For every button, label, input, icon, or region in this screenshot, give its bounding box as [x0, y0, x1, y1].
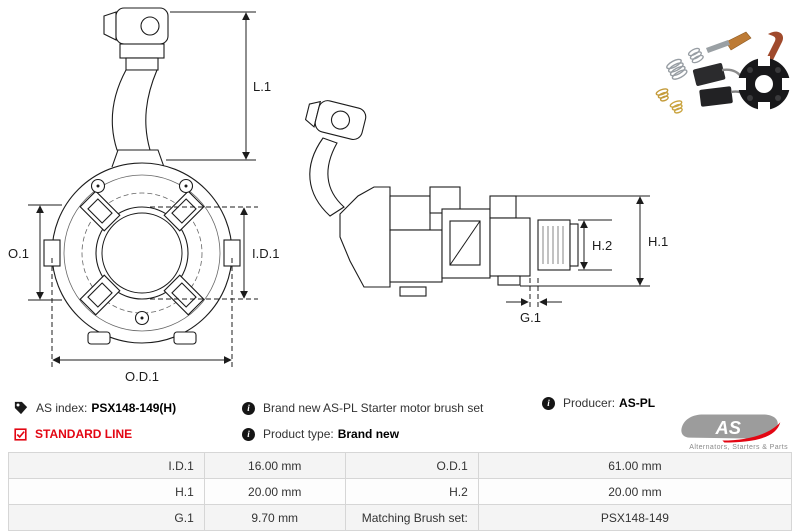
conical-spring-photo [669, 100, 683, 114]
standard-line-row: STANDARD LINE [14, 422, 242, 446]
brush-box [163, 274, 205, 316]
spec-label-h2: H.2 [344, 478, 479, 505]
carbon-brush-photo [692, 63, 749, 107]
product-type-row: Product type: Brand new [242, 422, 542, 446]
dimension-o1: O.1 [8, 204, 62, 301]
as-index-row: AS index: PSX148-149(H) [14, 396, 242, 420]
info-icon [542, 396, 555, 410]
info-icon [242, 427, 255, 441]
screw-hole [90, 178, 194, 326]
spec-value-matching-brush-set: PSX148-149 [477, 504, 793, 531]
spec-value-od1: 61.00 mm [477, 452, 793, 479]
brush-box [79, 190, 121, 232]
tag-icon [14, 401, 28, 415]
producer-value: AS-PL [619, 396, 656, 410]
dim-label-h1: H.1 [648, 234, 668, 249]
spring-photo [687, 47, 704, 64]
info-icon [242, 401, 255, 415]
spec-value-id1: 16.00 mm [203, 452, 346, 479]
dim-label-o1: O.1 [8, 246, 29, 261]
as-index-label: AS index: [36, 401, 88, 415]
spec-label-matching-brush-set: Matching Brush set: [344, 504, 479, 531]
brush-box [163, 190, 205, 232]
checkbox-icon [14, 427, 27, 441]
spec-value-g1: 9.70 mm [203, 504, 346, 531]
front-view-drawing [43, 149, 241, 345]
dimension-h2: H.2 [578, 219, 612, 271]
spring-photo [666, 58, 688, 80]
description-text: Brand new AS-PL Starter motor brush set [263, 401, 484, 415]
dimension-od1: O.D.1 [51, 258, 233, 384]
as-pl-logo-tagline: Alternators, Starters & Parts [689, 444, 788, 451]
table-row: G.1 9.70 mm Matching Brush set: PSX148-1… [8, 504, 793, 531]
spec-value-h2: 20.00 mm [477, 478, 793, 505]
brush-box [79, 274, 121, 316]
as-index-value: PSX148-149(H) [91, 401, 177, 415]
producer-row: Producer: AS-PL [542, 396, 788, 410]
producer-label: Producer: [563, 396, 616, 410]
dim-label-od1: O.D.1 [125, 369, 159, 384]
as-pl-logo-mark: AS [681, 414, 781, 443]
product-type-label: Product type: [263, 427, 334, 441]
dimension-id1: I.D.1 [150, 206, 279, 300]
spec-label-h1: H.1 [8, 478, 205, 505]
lead-wire-drawing [103, 7, 169, 151]
standard-line-label: STANDARD LINE [35, 427, 133, 441]
conical-spring-photo [655, 88, 669, 102]
dim-label-g1: G.1 [520, 310, 541, 325]
product-type-value: Brand new [337, 427, 400, 441]
brush-holder-photo [736, 56, 792, 112]
brass-strip-photo [725, 31, 752, 51]
dimension-g1: G.1 [506, 278, 562, 325]
dimension-h1: H.1 [516, 195, 668, 287]
product-info: AS index: PSX148-149(H) STANDARD LINE Br… [0, 392, 800, 451]
spring-coil [542, 226, 564, 264]
spec-table: I.D.1 16.00 mm O.D.1 61.00 mm H.1 20.00 … [8, 452, 793, 531]
spec-value-h1: 20.00 mm [203, 478, 346, 505]
description-row: Brand new AS-PL Starter motor brush set [242, 396, 542, 420]
as-pl-logo: AS Alternators, Starters & Parts [680, 413, 788, 451]
clip-photo [706, 40, 730, 53]
dim-label-l1: L.1 [253, 79, 271, 94]
table-row: H.1 20.00 mm H.2 20.00 mm [8, 478, 793, 505]
dim-label-h2: H.2 [592, 238, 612, 253]
spec-label-id1: I.D.1 [8, 452, 205, 479]
as-pl-logo-text: AS [714, 417, 741, 438]
dimension-l1: L.1 [166, 11, 271, 161]
side-view-drawing [304, 100, 579, 297]
copper-hook-photo [766, 31, 784, 62]
product-photo [655, 31, 792, 114]
spec-label-g1: G.1 [8, 504, 205, 531]
dim-label-id1: I.D.1 [252, 246, 279, 261]
table-row: I.D.1 16.00 mm O.D.1 61.00 mm [8, 452, 793, 479]
spec-label-od1: O.D.1 [344, 452, 479, 479]
technical-drawing: L.1 [8, 7, 792, 384]
